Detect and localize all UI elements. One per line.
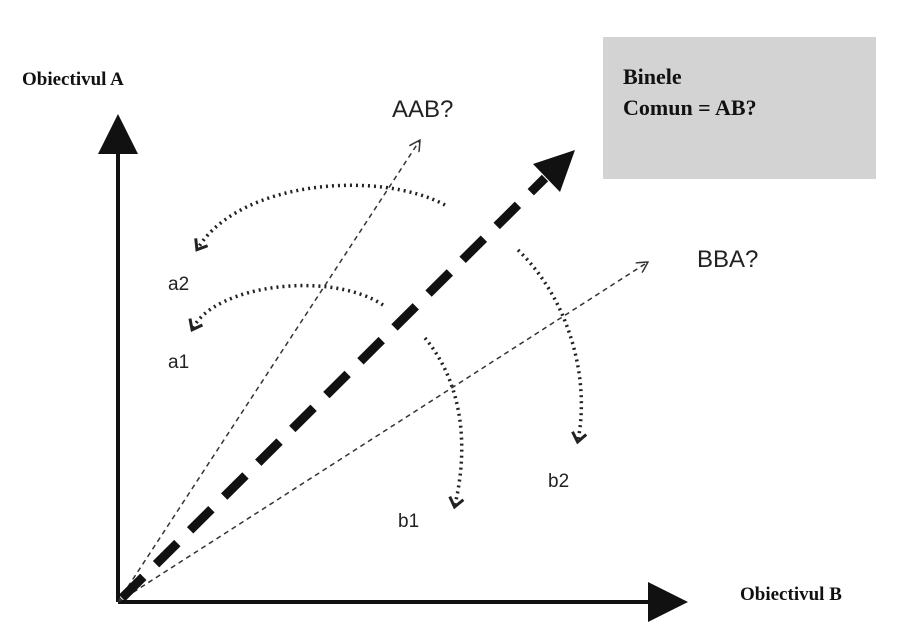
point-b2-label: b2 [548,471,569,492]
common-good-arrowhead [533,150,575,192]
point-a2-label: a2 [168,274,189,295]
bba-label: BBA? [697,246,758,273]
common-good-callout: Binele Comun = AB? [603,37,876,179]
callout-line-1: Binele [623,64,682,89]
curve-to-a2 [194,183,446,252]
curve-to-b1 [423,336,465,510]
callout-line-2: Comun = AB? [623,95,757,120]
ray-common-good [118,174,549,602]
point-b1-label: b1 [398,511,419,532]
x-axis-label: Obiectivul B [740,584,842,605]
ray-aab [117,140,420,603]
curve-to-a1 [188,283,384,332]
point-a1-label: a1 [168,352,189,373]
aab-label: AAB? [392,96,453,123]
curve-to-b2 [516,248,588,445]
callout-text: Binele Comun = AB? [623,61,757,123]
ray-bba [117,262,648,603]
y-axis-label: Obiectivul A [22,69,124,90]
